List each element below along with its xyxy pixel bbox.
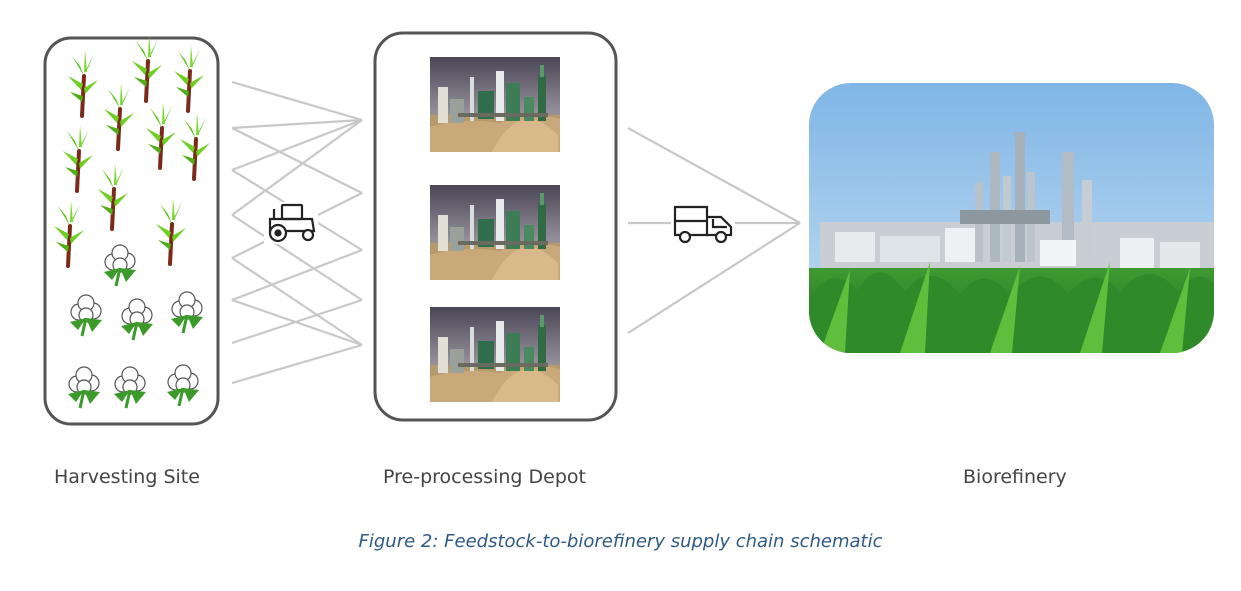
harvesting-site bbox=[43, 33, 220, 426]
tractor-icon bbox=[264, 202, 318, 244]
biorefinery-facility-photo bbox=[809, 83, 1214, 353]
truck-icon bbox=[671, 203, 735, 245]
biorefinery-label: Biorefinery bbox=[963, 466, 1067, 488]
harvesting-site-label: Harvesting Site bbox=[54, 466, 200, 488]
harvesting-site-box bbox=[43, 36, 220, 426]
depot-facility-photo bbox=[430, 57, 560, 152]
depot-facility-photo bbox=[430, 307, 560, 402]
preprocessing-depot-label: Pre-processing Depot bbox=[383, 466, 586, 488]
depot-facility-photo bbox=[430, 185, 560, 280]
figure-caption: Figure 2: Feedstock-to-biorefinery suppl… bbox=[358, 531, 883, 552]
preprocessing-depot bbox=[373, 31, 618, 422]
